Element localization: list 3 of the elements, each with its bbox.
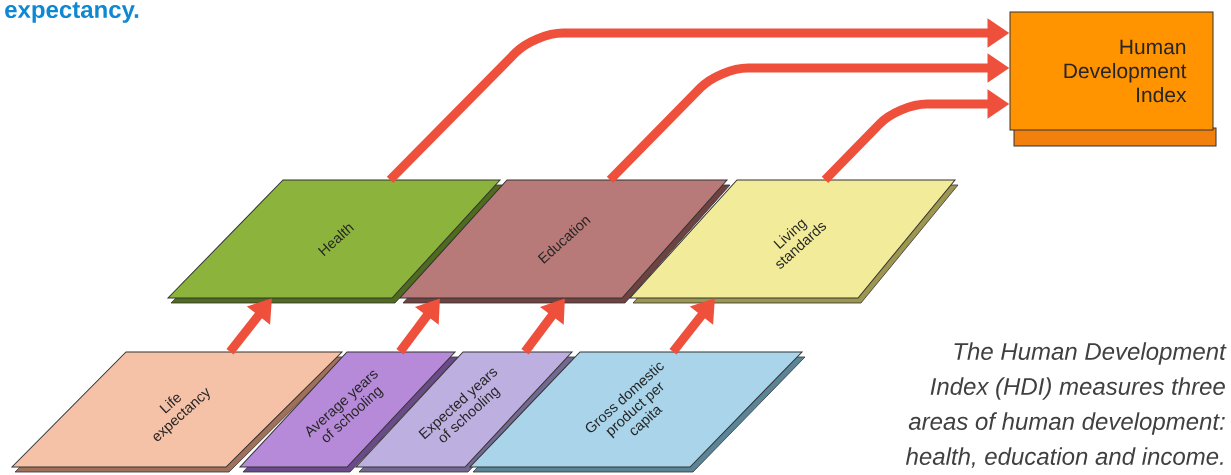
heading-fragment: expectancy. [5, 2, 139, 23]
index-box: Human Development Index [1009, 11, 1217, 147]
caption: The Human Development Index (HDI) measures three areas of human development: health, education and income. [906, 342, 1227, 468]
